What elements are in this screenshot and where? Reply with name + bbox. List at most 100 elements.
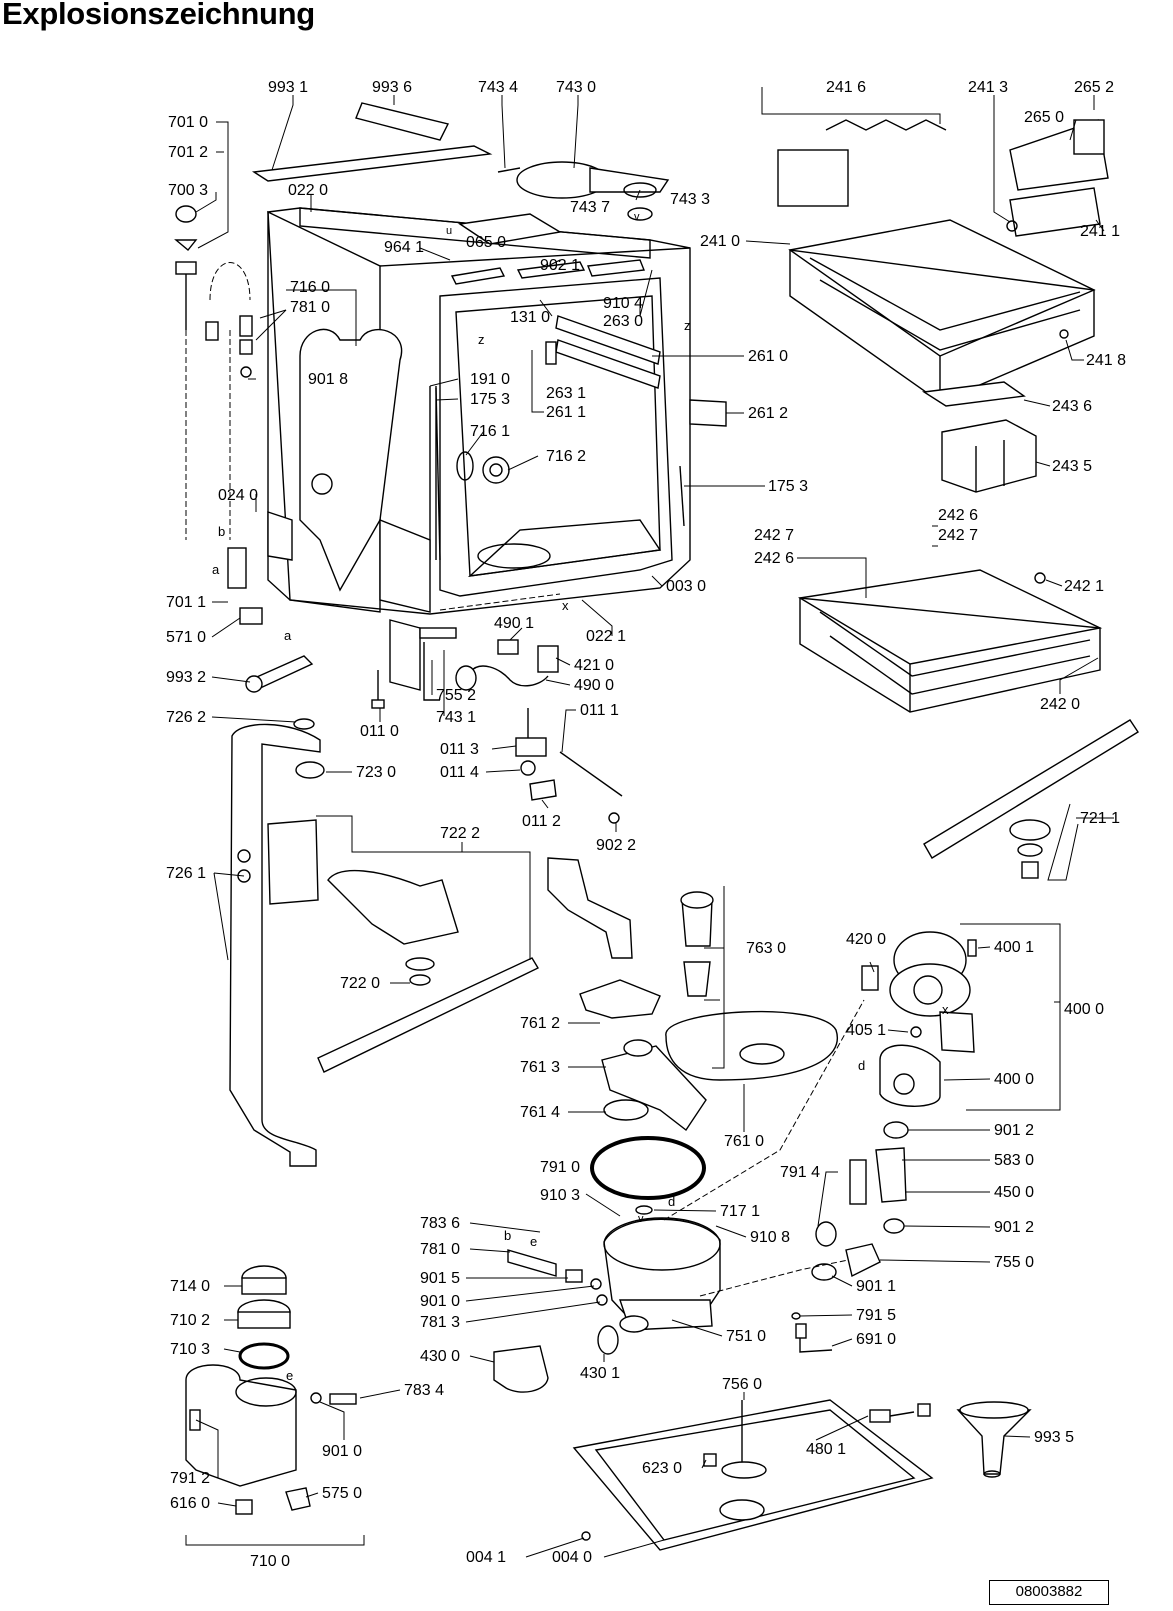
label-700-3: 700 3 xyxy=(168,182,208,199)
spray-arm-assembly xyxy=(229,718,539,1167)
label-004-0: 004 0 xyxy=(552,1549,592,1566)
label-583-0: 583 0 xyxy=(994,1152,1034,1169)
marker-d: d xyxy=(668,1194,675,1209)
label-242-6-top: 242 6 xyxy=(938,507,978,524)
label-783-4: 783 4 xyxy=(404,1382,444,1399)
marker-b: b xyxy=(218,524,225,539)
label-450-0: 450 0 xyxy=(994,1184,1034,1201)
label-993-2: 993 2 xyxy=(166,669,206,686)
label-901-0-sump: 901 0 xyxy=(420,1293,460,1310)
label-421-0: 421 0 xyxy=(574,657,614,674)
label-242-1: 242 1 xyxy=(1064,578,1104,595)
label-420-0: 420 0 xyxy=(846,931,886,948)
marker-z: z xyxy=(478,332,485,347)
lower-basket xyxy=(797,569,1103,713)
label-717-1: 717 1 xyxy=(720,1203,760,1220)
label-175-3-lower: 175 3 xyxy=(768,478,808,495)
label-791-2: 791 2 xyxy=(170,1470,210,1487)
cutlery-basket xyxy=(921,381,1037,493)
label-743-4: 743 4 xyxy=(478,79,518,96)
part-number-labels: 993 1 993 6 743 4 743 0 701 0 701 2 700 … xyxy=(166,79,1126,1570)
label-993-5: 993 5 xyxy=(1034,1429,1074,1446)
marker-d: d xyxy=(858,1058,865,1073)
label-714-0: 714 0 xyxy=(170,1278,210,1295)
label-902-1: 902 1 xyxy=(540,257,580,274)
label-716-2: 716 2 xyxy=(546,448,586,465)
label-011-1: 011 1 xyxy=(580,702,619,719)
marker-x: x xyxy=(942,1002,949,1017)
label-575-0: 575 0 xyxy=(322,1485,362,1502)
label-791-5: 791 5 xyxy=(856,1307,896,1324)
label-011-3: 011 3 xyxy=(440,741,479,758)
label-902-2: 902 2 xyxy=(596,837,636,854)
label-430-1: 430 1 xyxy=(580,1365,620,1382)
label-710-0: 710 0 xyxy=(250,1553,290,1570)
label-623-0: 623 0 xyxy=(642,1460,682,1477)
label-716-0: 716 0 xyxy=(290,279,330,296)
label-243-5: 243 5 xyxy=(1052,458,1092,475)
motor-heater-assembly xyxy=(791,931,977,1353)
water-softener xyxy=(185,1265,357,1515)
label-265-0: 265 0 xyxy=(1024,109,1064,126)
label-400-1: 400 1 xyxy=(994,939,1034,956)
label-722-2: 722 2 xyxy=(440,825,480,842)
cabinet-drawing xyxy=(251,102,727,691)
label-763-0: 763 0 xyxy=(746,940,786,957)
label-011-0: 011 0 xyxy=(360,723,399,740)
label-910-3: 910 3 xyxy=(540,1187,580,1204)
label-761-3: 761 3 xyxy=(520,1059,560,1076)
foot-parts xyxy=(515,708,623,824)
label-755-0: 755 0 xyxy=(994,1254,1034,1271)
label-710-3: 710 3 xyxy=(170,1341,210,1358)
label-993-1: 993 1 xyxy=(268,79,308,96)
label-761-0: 761 0 xyxy=(724,1133,764,1150)
door-lock-parts xyxy=(455,639,559,691)
label-722-0: 722 0 xyxy=(340,975,380,992)
label-701-0: 701 0 xyxy=(168,114,208,131)
label-783-6: 783 6 xyxy=(420,1215,460,1232)
marker-a: a xyxy=(284,628,292,643)
label-701-1: 701 1 xyxy=(166,594,206,611)
label-761-2: 761 2 xyxy=(520,1015,560,1032)
label-175-3-upper: 175 3 xyxy=(470,391,510,408)
upper-spray-arm xyxy=(923,719,1139,879)
label-265-2: 265 2 xyxy=(1074,79,1114,96)
label-791-4: 791 4 xyxy=(780,1164,820,1181)
label-901-2-upper: 901 2 xyxy=(994,1122,1034,1139)
label-242-6-left: 242 6 xyxy=(754,550,794,567)
label-131-0: 131 0 xyxy=(510,309,550,326)
label-616-0: 616 0 xyxy=(170,1495,210,1512)
label-400-0-right: 400 0 xyxy=(1064,1001,1104,1018)
label-022-1: 022 1 xyxy=(586,628,626,645)
label-480-1: 480 1 xyxy=(806,1441,846,1458)
label-721-1: 721 1 xyxy=(1080,810,1120,827)
label-065-0: 065 0 xyxy=(466,234,506,251)
label-743-3: 743 3 xyxy=(670,191,710,208)
marker-z: z xyxy=(684,318,691,333)
document-number: 08003882 xyxy=(989,1580,1109,1605)
label-910-4: 910 4 xyxy=(603,295,643,312)
label-004-1: 004 1 xyxy=(466,1549,506,1566)
connection-markers: z z x b a a d x d b e e v v u xyxy=(212,211,949,1383)
label-716-1: 716 1 xyxy=(470,423,510,440)
filter-parts xyxy=(547,857,839,1200)
water-inlet-parts xyxy=(174,205,457,709)
upper-basket xyxy=(777,119,1109,403)
label-430-0: 430 0 xyxy=(420,1348,460,1365)
label-241-0: 241 0 xyxy=(700,233,740,250)
label-726-1: 726 1 xyxy=(166,865,206,882)
label-743-1: 743 1 xyxy=(436,709,476,726)
label-901-5: 901 5 xyxy=(420,1270,460,1287)
label-191-0: 191 0 xyxy=(470,371,510,388)
label-781-0-lower: 781 0 xyxy=(420,1241,460,1258)
label-003-0: 003 0 xyxy=(666,578,706,595)
label-964-1: 964 1 xyxy=(384,239,424,256)
label-261-0: 261 0 xyxy=(748,348,788,365)
label-011-4: 011 4 xyxy=(440,764,479,781)
marker-b: b xyxy=(504,1228,511,1243)
label-242-7-top: 242 7 xyxy=(938,527,978,544)
leader-lines xyxy=(185,87,1114,1558)
base-tray xyxy=(572,1399,934,1551)
label-405-1: 405 1 xyxy=(846,1022,886,1039)
